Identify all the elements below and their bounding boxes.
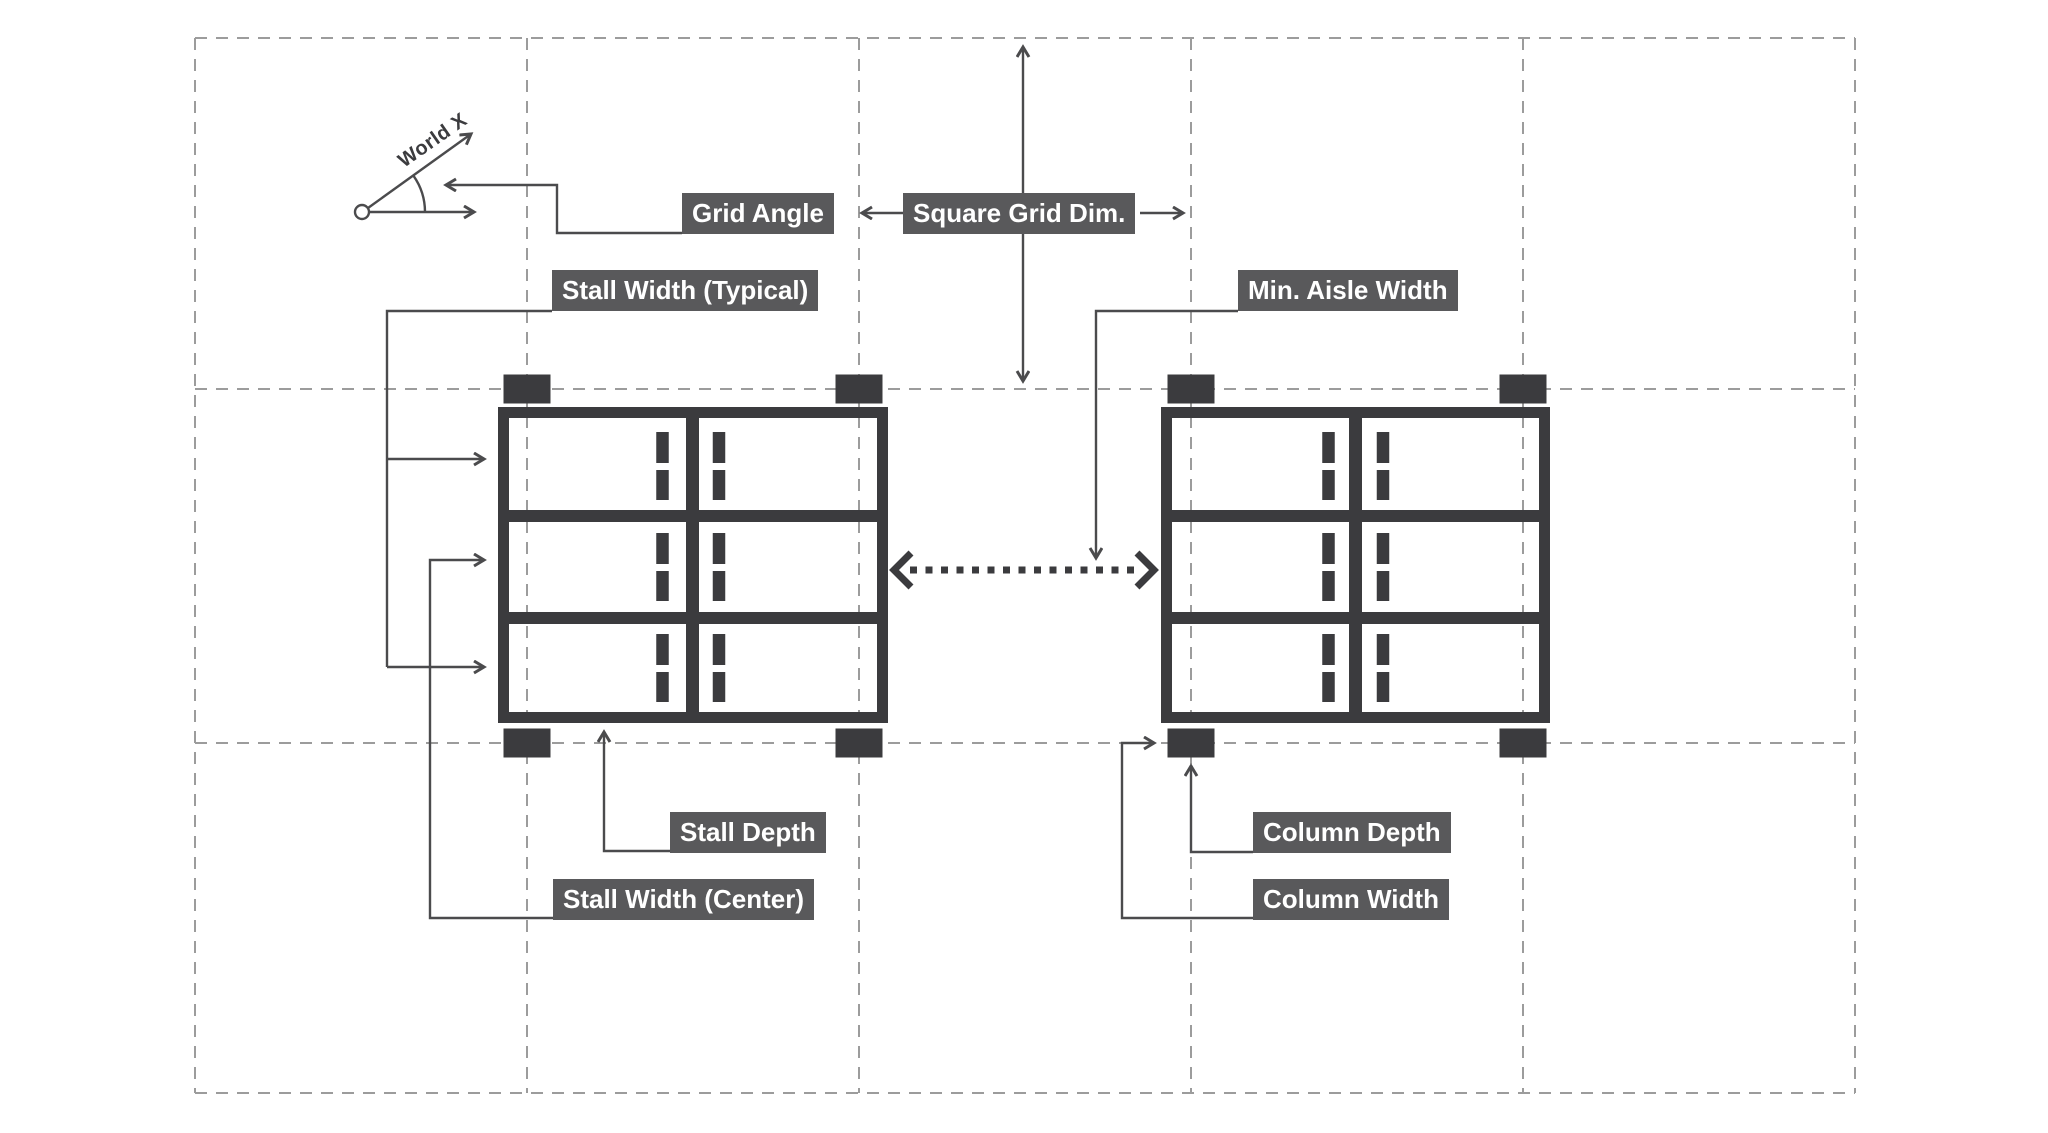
grid-angle-indicator: World X xyxy=(353,109,474,221)
stall-block-left-stripes xyxy=(656,432,726,702)
square-grid-dim-arrows xyxy=(862,47,1183,381)
reference-grid xyxy=(194,37,1856,1094)
stall-block-left-columns xyxy=(503,374,883,758)
stall-width-typical-leader xyxy=(385,309,552,667)
label-stall-depth: Stall Depth xyxy=(670,812,826,853)
label-square-grid-dim: Square Grid Dim. xyxy=(903,193,1136,234)
label-column-width: Column Width xyxy=(1253,879,1449,920)
stall-block-right-stripes xyxy=(1322,432,1390,702)
column-width-leader xyxy=(1120,743,1253,920)
stall-block-left-dividers xyxy=(500,409,886,721)
label-stall-width-center: Stall Width (Center) xyxy=(553,879,814,920)
aisle-width-arrow xyxy=(889,550,1159,590)
leader-lines xyxy=(385,185,1253,920)
grid-angle-leader xyxy=(446,185,682,235)
grid-origin-point xyxy=(353,203,371,221)
label-column-depth: Column Depth xyxy=(1253,812,1451,853)
label-grid-angle: Grid Angle xyxy=(682,193,834,234)
stall-depth-leader xyxy=(604,732,670,853)
stall-width-center-leader xyxy=(428,560,553,920)
label-min-aisle-width: Min. Aisle Width xyxy=(1238,270,1458,311)
aisle-arrow-left-chevron xyxy=(889,550,914,590)
stall-block-left xyxy=(498,374,888,758)
column-depth-leader xyxy=(1191,766,1253,854)
aisle-arrow-right-chevron xyxy=(1134,550,1159,590)
label-stall-width-typical: Stall Width (Typical) xyxy=(552,270,819,311)
stall-block-right-columns xyxy=(1167,374,1547,758)
min-aisle-width-leader xyxy=(1096,309,1238,558)
stall-block-right xyxy=(1161,374,1550,758)
stall-block-right-dividers xyxy=(1163,409,1548,721)
